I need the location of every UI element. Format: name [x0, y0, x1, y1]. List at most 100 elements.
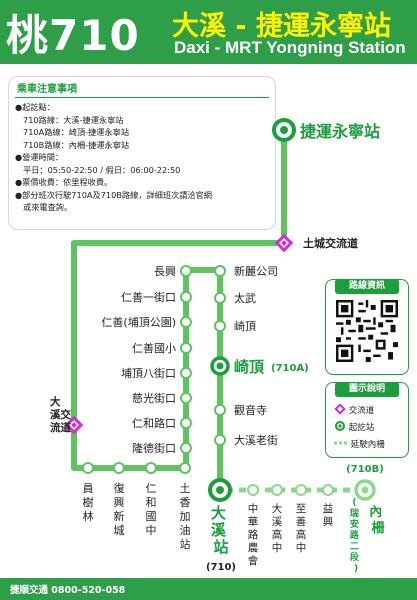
- legend-title: 圖示說明: [335, 382, 399, 397]
- bottom-right-stops: [247, 484, 334, 496]
- terminal-sub-char: 二: [350, 542, 359, 552]
- right-column-labels: 新麗公司 太武 崎頂 觀音寺 大溪老街: [234, 264, 278, 447]
- transfer-label-tucheng: 土城交流道: [303, 236, 358, 250]
- legend-item-extension: 延駛內柵: [334, 437, 385, 450]
- stop-label-vertical: 土香加油站: [180, 482, 191, 551]
- route-info-title: 路線資訊: [335, 279, 399, 294]
- stop-label-vertical: 至善高中: [296, 503, 307, 554]
- stop-label-char: 溪: [272, 516, 283, 528]
- stop-label-char: 林: [83, 509, 94, 523]
- stop-label-char: 土: [180, 482, 191, 495]
- transfer-label-daxi: 大 溪交 流道: [50, 395, 75, 434]
- transfer-label-daxi-line3: 流道: [50, 421, 71, 434]
- dashed-line-icon: [334, 441, 348, 445]
- stop-label-char: 路: [248, 528, 259, 541]
- stop-dot: [214, 404, 226, 416]
- stop-label-char: 油: [180, 523, 191, 537]
- stop-label: 大溪老街: [234, 433, 278, 447]
- rider-notice-divider: [15, 97, 269, 98]
- terminal-label-qiding: 崎頂: [234, 358, 265, 376]
- route-title-english: Daxi - MRT Yongning Station: [174, 38, 406, 57]
- stop-dot: [180, 417, 192, 429]
- left-column-stops: [180, 265, 192, 454]
- transfer-marker-daxi: [64, 415, 84, 435]
- stop-label: 觀音寺: [234, 403, 267, 417]
- notice-line: 平日：05:50-22:50 / 假日：06:00-22:50: [23, 164, 181, 175]
- notice-line: ●起訖點：: [15, 102, 55, 112]
- stop-label: 太武: [234, 292, 256, 305]
- stop-label-char: 華: [248, 516, 259, 528]
- stop-label-vertical: 中華路農會: [248, 502, 259, 567]
- stop-dot: [247, 484, 259, 496]
- stop-label-vertical: 仁和國中: [146, 482, 157, 537]
- stop-dot: [113, 462, 125, 474]
- terminal-label-char: 溪: [211, 521, 227, 539]
- rider-notice-title: 乘車注意事項: [17, 84, 77, 95]
- terminal-label-char: 柵: [371, 520, 384, 536]
- terminal-label-neizha: 內 柵: [369, 504, 387, 536]
- transfer-diamond-icon: [334, 403, 346, 415]
- bottom-left-labels: 員樹林 復興新城 仁和國中 土香加油站: [83, 482, 191, 551]
- terminal-label-char: 內: [369, 504, 382, 520]
- terminal-marker-neizha: [354, 479, 376, 501]
- notice-line: ●票價收費：依里程收費。: [15, 177, 113, 187]
- stop-label-char: 中: [272, 541, 283, 554]
- legend-label: 延駛內柵: [350, 440, 385, 450]
- stop-label-char: 中: [296, 541, 307, 554]
- stop-dot: [295, 484, 307, 496]
- stop-dot: [82, 462, 94, 474]
- stop-label-char: 中: [146, 524, 157, 537]
- route-number: 桃710: [6, 11, 140, 60]
- terminal-sub-char: ): [354, 564, 358, 574]
- bottom-right-labels: 中華路農會 大溪高中 至善高中 益興: [248, 502, 334, 567]
- stop-dot: [180, 342, 192, 354]
- legend-label: 交流道: [348, 406, 375, 416]
- stop-label-char: 員: [83, 482, 94, 495]
- terminal-circle-icon: [335, 421, 345, 431]
- stop-label-vertical: 大溪高中: [272, 502, 283, 554]
- stop-label: 崎頂: [234, 319, 256, 333]
- stop-label-char: 和: [146, 496, 157, 509]
- stop-dot: [214, 434, 226, 446]
- stop-dot: [180, 392, 192, 404]
- legend-item-transfer: 交流道: [334, 403, 374, 416]
- right-column-stops: [214, 265, 226, 446]
- stop-label: 仁善一街口: [121, 290, 176, 304]
- terminal-label-char: 站: [213, 538, 228, 556]
- route-info-panel: 路線資訊: [325, 279, 409, 375]
- stop-dot: [180, 291, 192, 303]
- stop-label-char: 至: [296, 503, 307, 515]
- transfer-label-daxi-line2: 溪交: [50, 408, 71, 421]
- stop-dot: [179, 462, 191, 474]
- left-column-labels: 長興 仁善一街口 仁善(埔頂公園) 仁善國小 埔頂八街口 慈光街口 仁和路口 隆…: [101, 265, 176, 455]
- header-banner: 桃710 大溪 - 捷運永寧站 Daxi - MRT Yongning Stat…: [0, 0, 417, 64]
- terminal-route-neizha: (710B): [346, 464, 384, 475]
- rider-notice-body: ●起訖點： 710路線：大溪-捷運永寧站 710A路線：崎頂-捷運永寧站 710…: [15, 101, 271, 214]
- terminal-sub-neizha: ( 瑞 安 路 二 段 ): [350, 498, 362, 574]
- terminal-label-char: 大: [211, 504, 226, 522]
- stop-label-char: 國: [146, 510, 157, 523]
- qr-code[interactable]: [336, 300, 398, 362]
- transfer-label-daxi-line1: 大: [50, 395, 61, 408]
- terminal-marker-top: [272, 118, 296, 142]
- stop-dot: [180, 367, 192, 379]
- stop-label: 仁善(埔頂公園): [101, 315, 176, 329]
- stop-label: 長興: [154, 265, 176, 278]
- stop-label-vertical: 復興新城: [114, 482, 125, 537]
- stop-label-char: 仁: [146, 482, 157, 495]
- stop-dot: [180, 442, 192, 454]
- terminal-sub-char: (: [352, 498, 356, 508]
- stop-dot: [180, 265, 192, 277]
- stop-dot: [214, 292, 226, 304]
- notice-line: 或來電查詢。: [23, 202, 73, 212]
- stop-dot: [214, 320, 226, 332]
- stop-label-vertical: 益興: [323, 502, 334, 528]
- stop-label-char: 香: [180, 496, 191, 509]
- stop-label-char: 興: [114, 496, 125, 509]
- terminal-sub-char: 段: [350, 551, 360, 563]
- stop-dot: [180, 316, 192, 328]
- terminal-route-daxi: (710): [206, 562, 236, 573]
- stop-label-char: 中: [248, 502, 259, 515]
